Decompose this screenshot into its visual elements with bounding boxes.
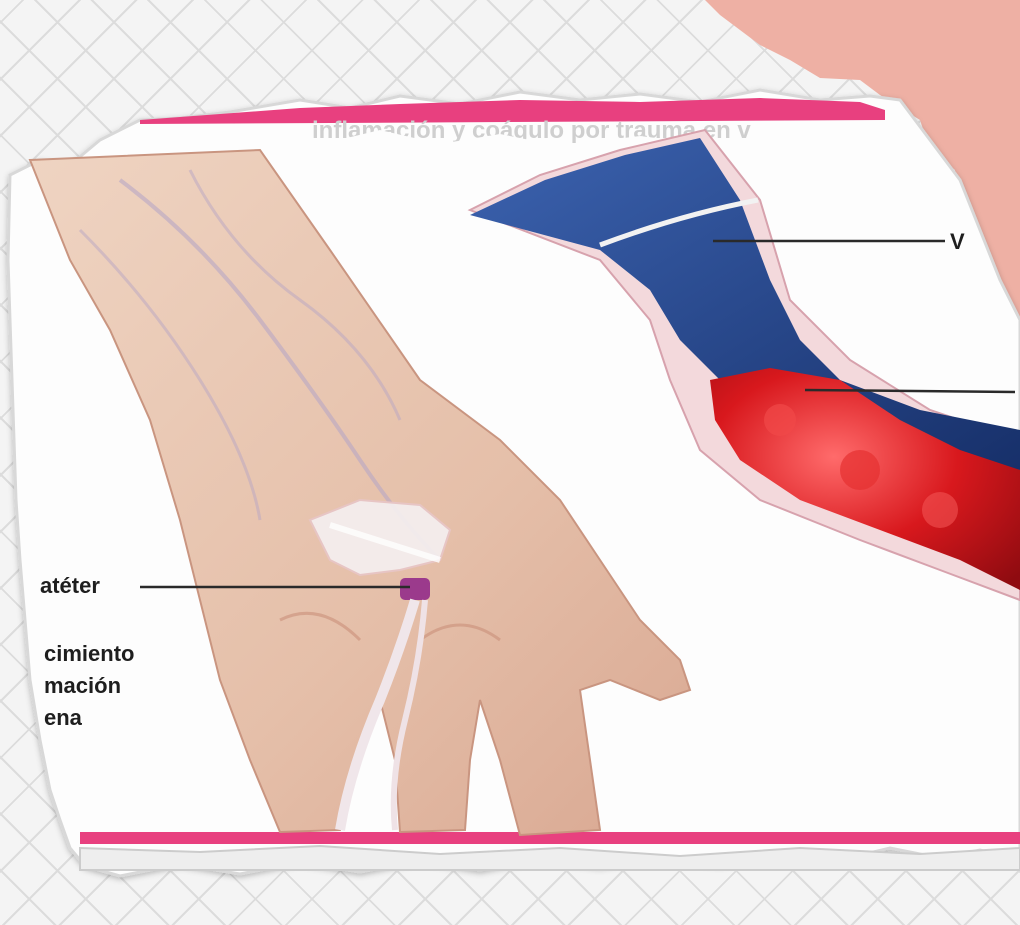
- label-condition-line3: ena: [44, 702, 82, 734]
- label-condition-line2: mación: [44, 670, 121, 702]
- label-vein: V: [950, 226, 965, 258]
- label-condition-line1: cimiento: [44, 638, 134, 670]
- label-catheter: atéter: [40, 570, 100, 602]
- clot-leader-line: [805, 390, 1015, 392]
